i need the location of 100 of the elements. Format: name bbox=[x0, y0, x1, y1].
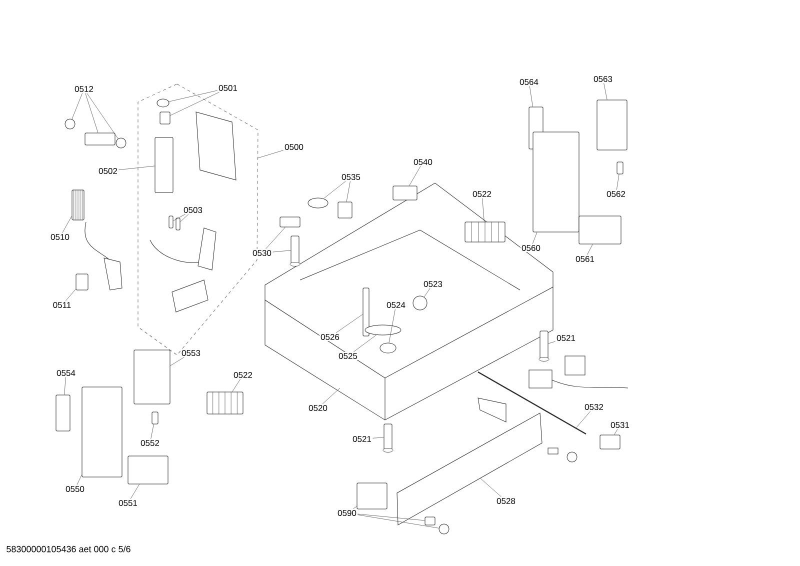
leader-line bbox=[357, 514, 425, 521]
cap bbox=[438, 524, 450, 534]
callout-number: 0590 bbox=[336, 509, 358, 517]
bracket bbox=[356, 482, 388, 510]
leader-line bbox=[357, 514, 440, 528]
screw bbox=[424, 516, 436, 526]
motor bbox=[578, 216, 622, 244]
leader-line bbox=[65, 288, 76, 301]
callout-number: 0522 bbox=[232, 371, 254, 379]
leader-line bbox=[266, 227, 286, 249]
motor bbox=[128, 456, 168, 484]
leader-line bbox=[388, 309, 396, 343]
callout-number: 0550 bbox=[64, 485, 86, 493]
callout-number: 0520 bbox=[308, 404, 328, 412]
hose-clamp bbox=[116, 138, 126, 148]
callout-number: 0540 bbox=[412, 158, 434, 166]
cap bbox=[280, 216, 300, 228]
leader-line bbox=[86, 93, 118, 139]
leader-line bbox=[62, 216, 72, 233]
leader-line bbox=[150, 424, 154, 439]
leader-line bbox=[482, 198, 484, 222]
connector bbox=[338, 202, 352, 218]
callout-number: 0535 bbox=[340, 173, 362, 181]
callout-number: 0564 bbox=[518, 78, 540, 86]
leader-line bbox=[72, 93, 83, 120]
hose-clamp bbox=[64, 118, 76, 130]
leader-line bbox=[409, 166, 421, 186]
callout-number: 0551 bbox=[118, 499, 138, 507]
disc bbox=[380, 342, 396, 354]
callout-number: 0552 bbox=[140, 439, 160, 447]
leader-line bbox=[604, 83, 608, 100]
leader-line bbox=[64, 377, 66, 395]
callout-number: 0503 bbox=[182, 206, 204, 214]
leader-line bbox=[346, 181, 350, 202]
callout-number: 0561 bbox=[574, 255, 596, 263]
cable bbox=[364, 324, 402, 336]
ring bbox=[412, 296, 428, 310]
leader-line bbox=[353, 334, 377, 352]
bracket bbox=[532, 132, 580, 232]
leader-line bbox=[353, 506, 357, 509]
callout-number: 0521 bbox=[556, 334, 576, 342]
panel bbox=[396, 412, 542, 526]
leader-line bbox=[424, 288, 430, 298]
valve-body bbox=[154, 137, 174, 193]
callout-number: 0500 bbox=[284, 143, 304, 151]
leader-line bbox=[616, 174, 620, 190]
screw bbox=[382, 424, 394, 452]
bracket bbox=[82, 386, 122, 478]
leader-line bbox=[480, 478, 502, 497]
wire-plug bbox=[168, 216, 174, 228]
heating-element bbox=[206, 392, 244, 414]
leader-line bbox=[258, 150, 284, 158]
switch bbox=[152, 412, 158, 424]
callout-number: 0501 bbox=[218, 84, 238, 92]
leader-line bbox=[170, 357, 184, 366]
callout-number: 0560 bbox=[520, 244, 542, 252]
rod bbox=[478, 371, 586, 435]
leader-line bbox=[372, 437, 384, 438]
leader-line bbox=[272, 250, 291, 252]
bracket bbox=[134, 350, 170, 404]
switch bbox=[616, 162, 624, 174]
leader-line bbox=[76, 474, 82, 485]
bracket bbox=[596, 100, 628, 150]
screw bbox=[538, 330, 550, 362]
drawing-number: 58300000105436 aet 000 c 5/6 bbox=[6, 546, 130, 552]
callout-number: 0532 bbox=[584, 403, 604, 411]
plug-block bbox=[392, 186, 418, 200]
cap bbox=[600, 434, 620, 450]
callout-number: 0522 bbox=[472, 190, 492, 198]
leader-line bbox=[576, 411, 591, 428]
leader-line bbox=[168, 90, 218, 102]
post bbox=[362, 288, 370, 336]
leader-line bbox=[529, 86, 533, 107]
leader-line bbox=[548, 341, 556, 344]
callout-number: 0511 bbox=[52, 301, 72, 309]
callout-number: 0563 bbox=[592, 75, 614, 83]
bellows bbox=[72, 190, 84, 220]
callout-number: 0502 bbox=[98, 167, 118, 175]
cap bbox=[156, 98, 170, 108]
callout-number: 0528 bbox=[496, 497, 516, 505]
leader-line bbox=[586, 244, 593, 255]
callout-number: 0512 bbox=[74, 85, 94, 93]
leader-line bbox=[180, 214, 189, 222]
leader-line bbox=[118, 166, 155, 170]
clip bbox=[76, 274, 88, 290]
callout-number: 0531 bbox=[610, 421, 630, 429]
leader-line bbox=[322, 388, 340, 404]
screw bbox=[290, 236, 300, 266]
leader-line bbox=[85, 93, 98, 133]
callout-number: 0554 bbox=[56, 369, 76, 377]
callout-number: 0530 bbox=[252, 249, 272, 257]
callout-number: 0562 bbox=[606, 190, 626, 198]
leader-line bbox=[532, 232, 538, 244]
leader-line bbox=[336, 314, 363, 333]
nipple bbox=[160, 112, 170, 124]
leader-line bbox=[323, 181, 346, 199]
leader-line bbox=[170, 92, 220, 116]
leader-line bbox=[130, 484, 140, 499]
leader-line bbox=[173, 214, 186, 221]
cover bbox=[56, 394, 70, 432]
